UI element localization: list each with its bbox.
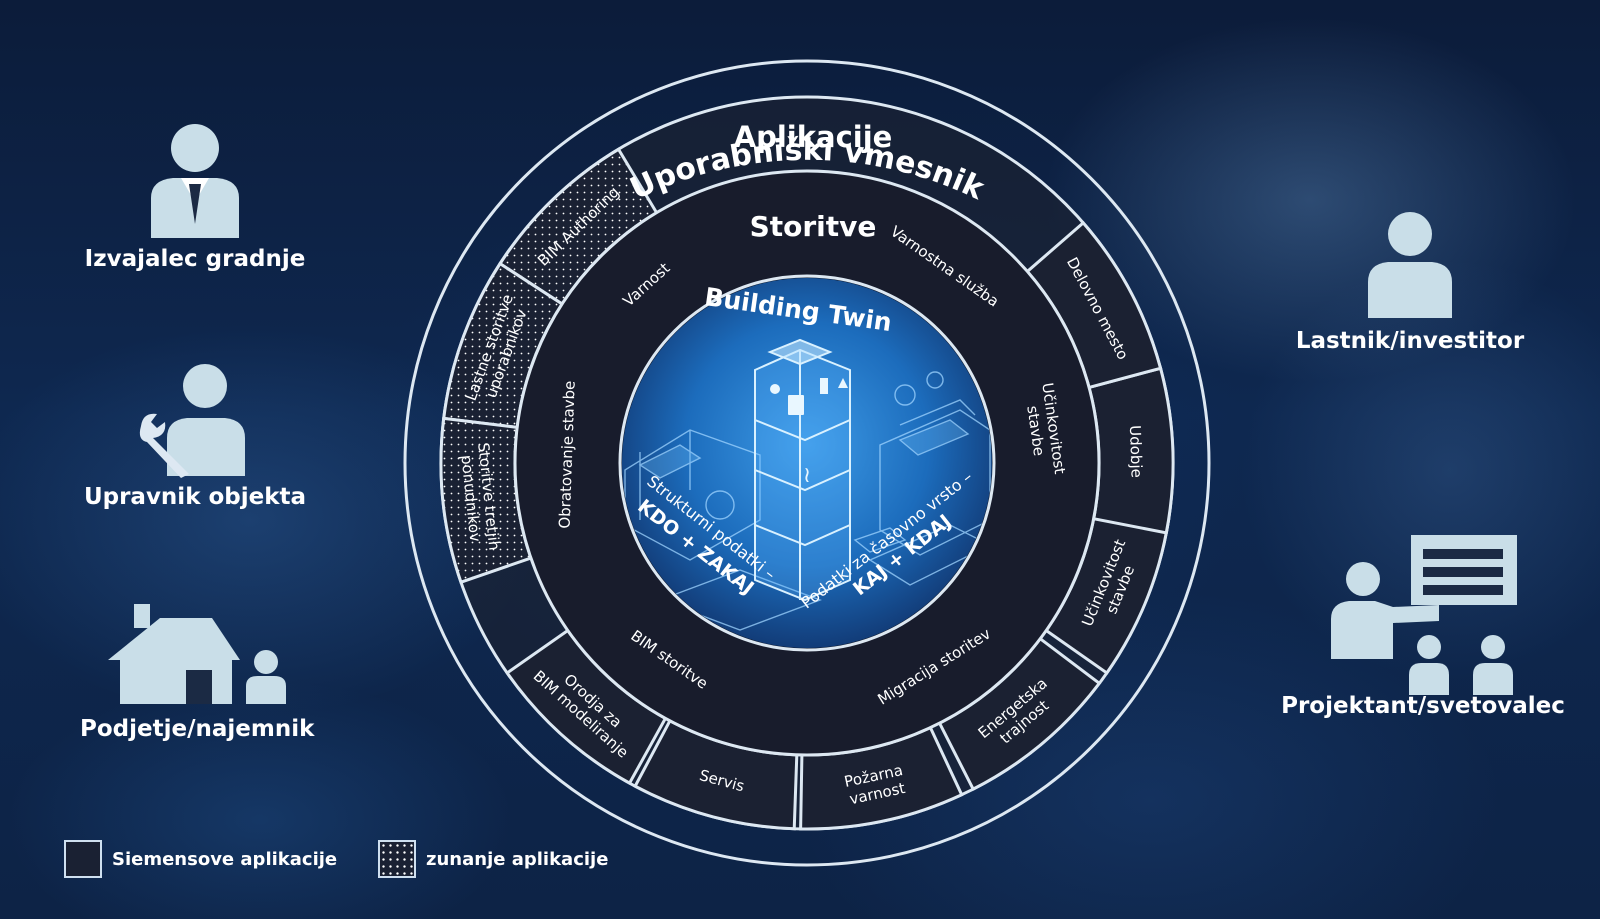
application-segments <box>439 147 1175 831</box>
svg-text:≀: ≀ <box>803 463 811 488</box>
application-segment-label-line: Udobje <box>1126 425 1146 478</box>
building-twin-core: ≀ <box>618 274 996 652</box>
legend-siemens-swatch <box>64 840 102 878</box>
legend-external: zunanje aplikacije <box>378 838 608 880</box>
stakeholder-label: Projektant/svetovalec <box>1281 693 1565 719</box>
business-person-icon <box>151 124 239 238</box>
legend-siemens: Siemensove aplikacije <box>64 838 337 880</box>
stakeholder-label: Lastnik/investitor <box>1295 328 1525 354</box>
stakeholder-facility-manager: Upravnik objekta <box>80 358 310 510</box>
house-person-icon <box>108 604 286 704</box>
stakeholder-label: Izvajalec gradnje <box>84 246 306 272</box>
application-segment-label: Udobje <box>1126 425 1146 478</box>
stakeholder-tenant: Podjetje/najemnik <box>80 600 315 742</box>
stakeholder-owner: Lastnik/investitor <box>1290 210 1530 354</box>
presenter-icon <box>1331 535 1517 695</box>
person-wrench-icon <box>139 364 245 478</box>
legend-siemens-label: Siemensove aplikacije <box>112 848 338 870</box>
user-interface-ring <box>403 59 1211 867</box>
stakeholder-label: Upravnik objekta <box>83 484 307 510</box>
applications-title: Aplikacije <box>734 120 893 154</box>
service-label-line: Obratovanje stavbe <box>556 380 579 529</box>
service-label: Obratovanje stavbe <box>556 380 579 529</box>
legend-external-label: zunanje aplikacije <box>426 848 609 870</box>
legend-external-swatch <box>378 840 416 878</box>
stakeholder-contractor: Izvajalec gradnje <box>80 120 310 272</box>
stakeholder-consultant: Projektant/svetovalec <box>1278 535 1568 737</box>
services-title: Storitve <box>750 210 877 243</box>
person-icon <box>1368 212 1452 318</box>
stakeholder-label: Podjetje/najemnik <box>80 716 315 742</box>
